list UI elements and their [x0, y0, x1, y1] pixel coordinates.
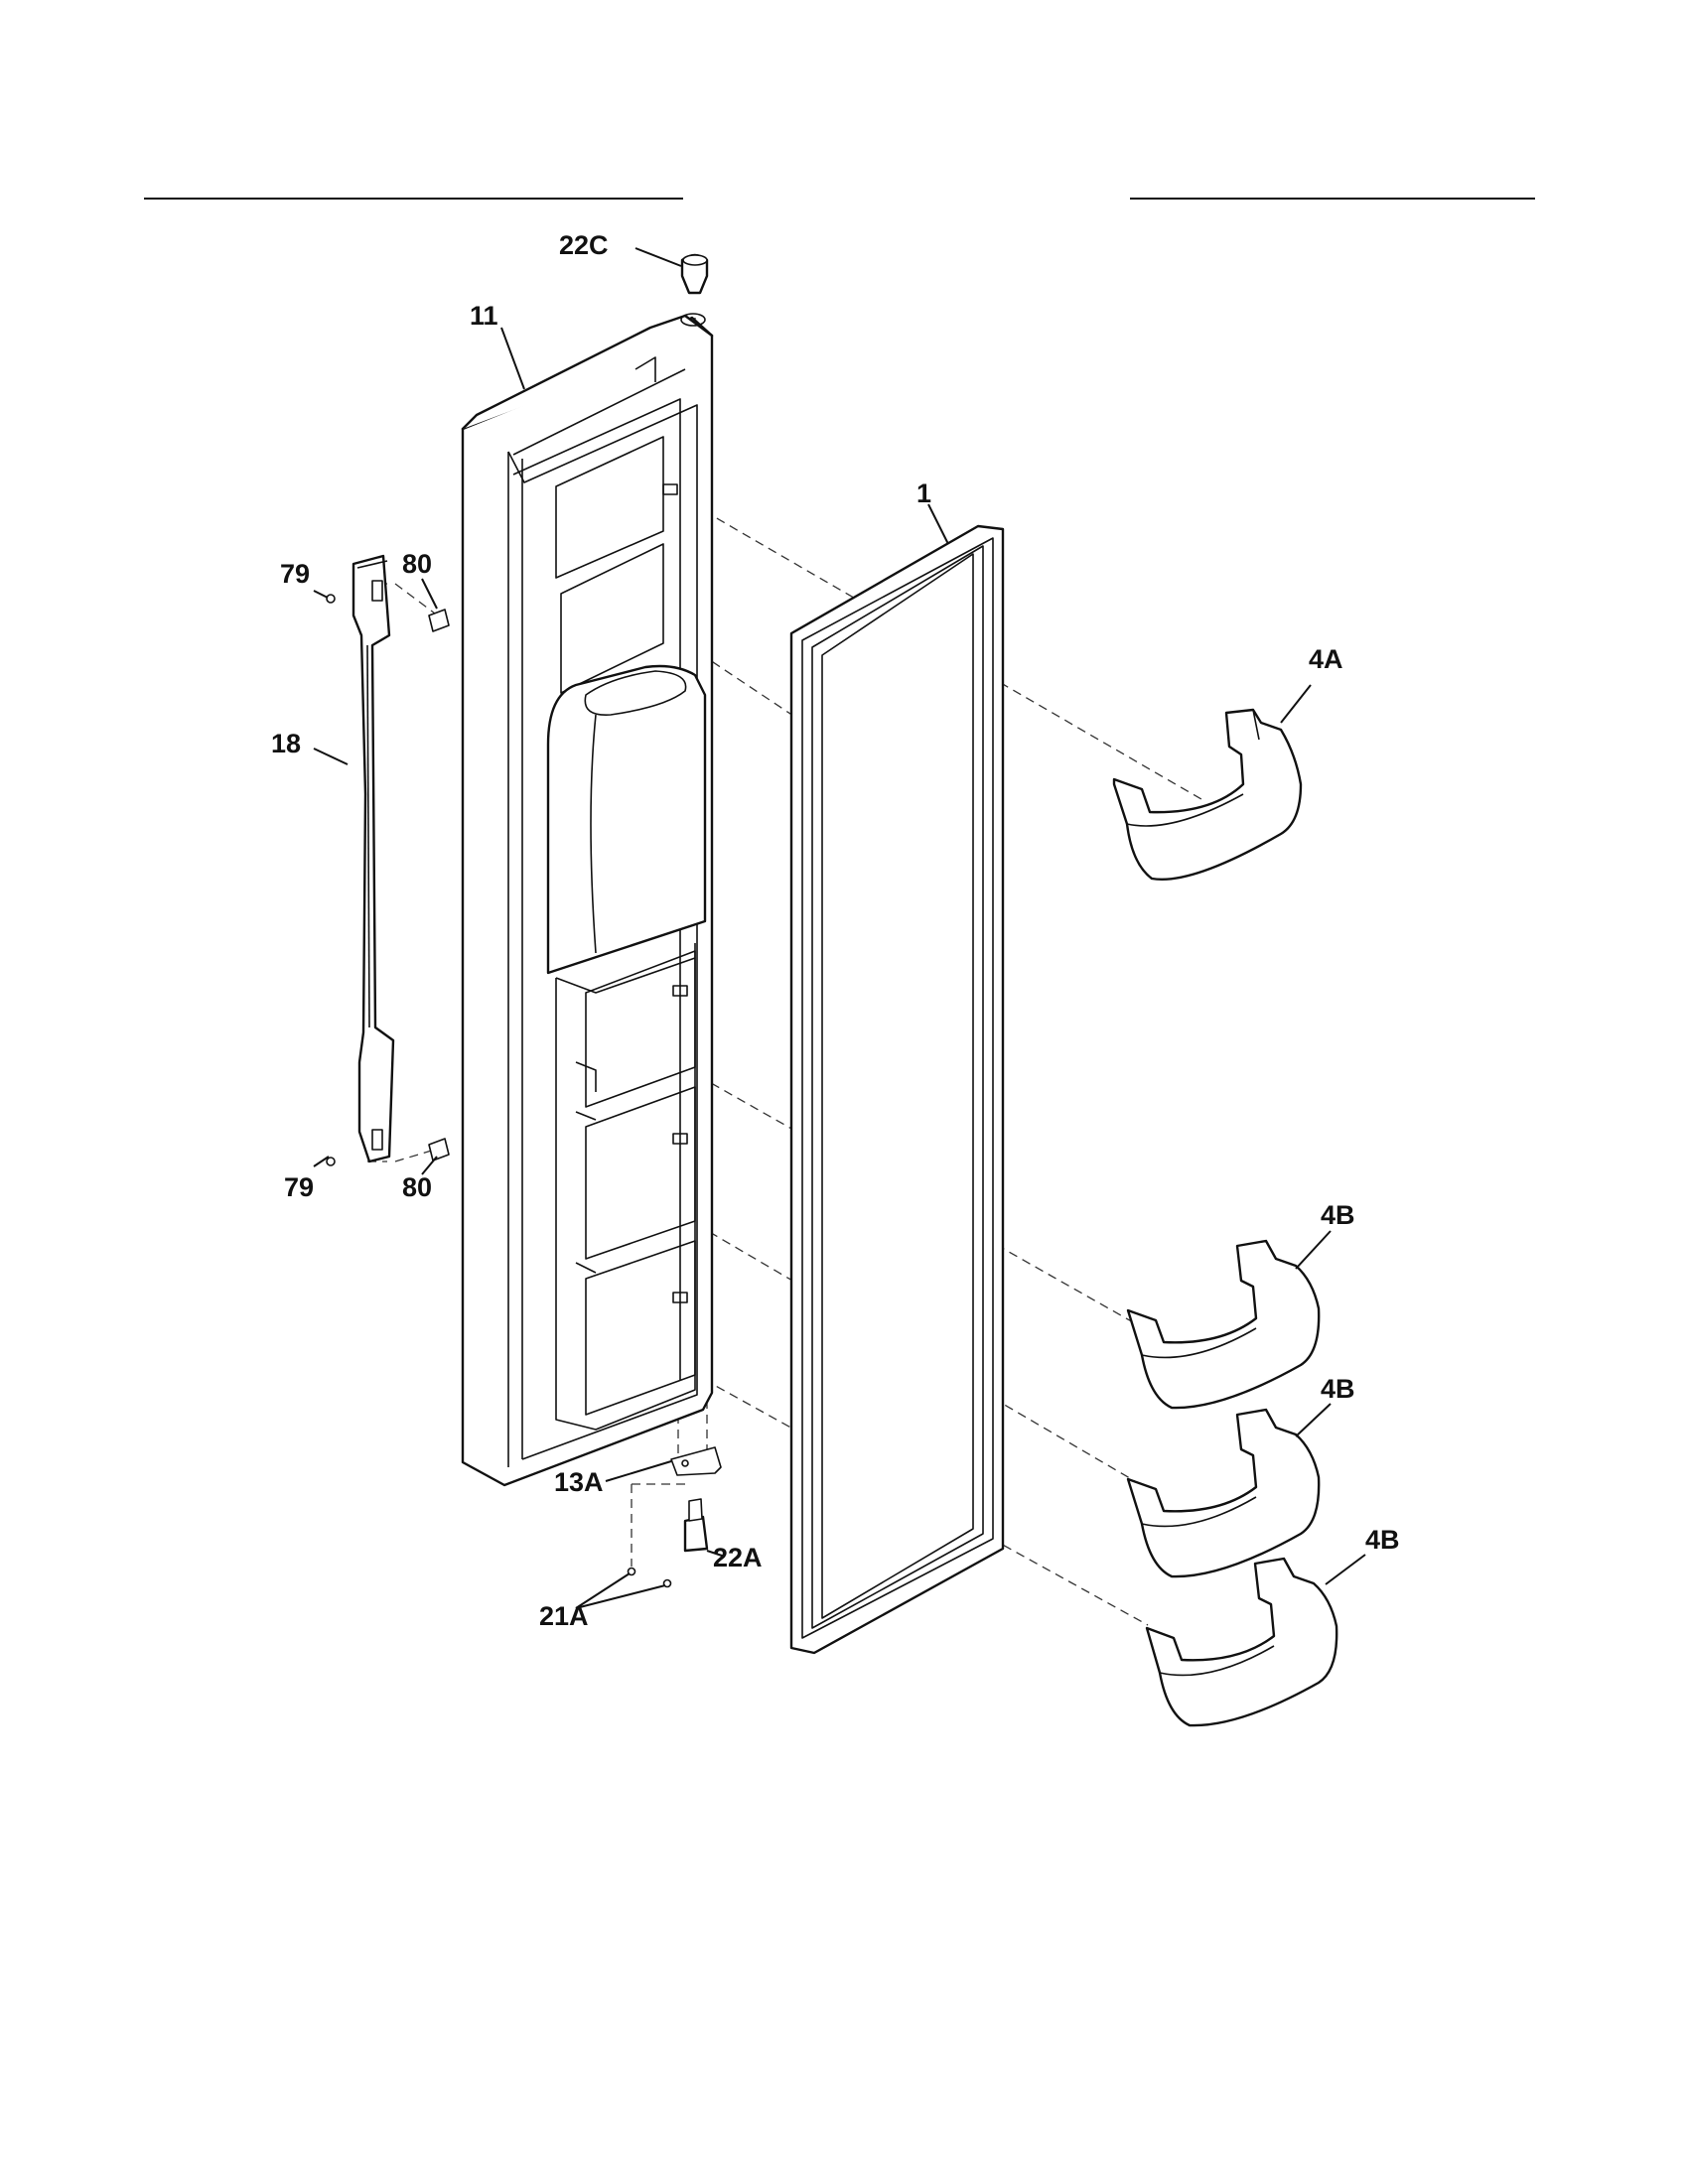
callout-80-top: 80 [402, 549, 432, 579]
callout-22C: 22C [559, 230, 609, 260]
door-bin-4B-3 [1145, 1557, 1338, 1727]
callout-22A: 22A [713, 1543, 763, 1572]
door-handle [352, 554, 395, 1163]
callout-4A: 4A [1309, 644, 1343, 674]
door-liner [461, 313, 714, 1487]
callout-79-bottom: 79 [284, 1172, 314, 1202]
callout-80-bottom: 80 [402, 1172, 432, 1202]
callout-11: 11 [470, 301, 498, 331]
door-bin-4A [1112, 708, 1303, 881]
callout-4B-3: 4B [1365, 1525, 1400, 1555]
callout-4B-1: 4B [1321, 1200, 1355, 1230]
door-bin-4B-2 [1126, 1408, 1321, 1578]
callout-4B-2: 4B [1321, 1374, 1355, 1404]
callout-1: 1 [916, 478, 931, 508]
callout-18: 18 [271, 729, 301, 758]
callout-13A: 13A [554, 1467, 604, 1497]
callout-79-top: 79 [280, 559, 310, 589]
leader-lines [313, 247, 1366, 1609]
door-bin-4B-1 [1126, 1239, 1321, 1410]
door-gasket [789, 524, 1005, 1655]
hardware [326, 253, 722, 1588]
callout-21A: 21A [539, 1601, 589, 1631]
callout-labels: 22C 11 1 79 80 18 4A 79 80 4B 4B 4B 13A … [271, 230, 1400, 1631]
